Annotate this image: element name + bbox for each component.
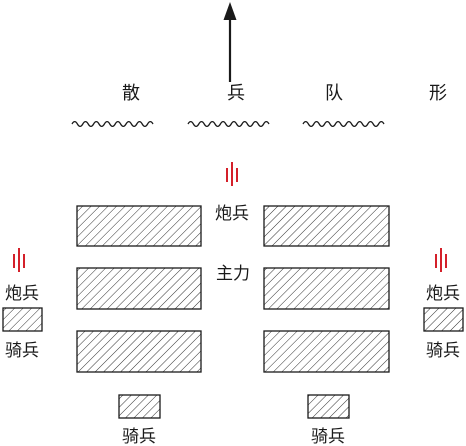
infantry-block-left-1 <box>76 205 202 247</box>
skirmish-wave-line-icon <box>302 120 385 128</box>
skirmish-wave-line-icon <box>187 120 270 128</box>
infantry-block-left-2 <box>76 267 202 310</box>
cavalry-block-bottom-left <box>118 394 161 419</box>
cavalry-block-right <box>423 307 464 332</box>
artillery-symbol-icon <box>226 162 238 186</box>
infantry-block-right-1 <box>263 205 390 247</box>
infantry-block-right-3 <box>263 330 390 373</box>
artillery-symbol-icon <box>435 248 447 272</box>
skirmish-wave-line-icon <box>71 120 154 128</box>
label-artillery-left: 炮兵 <box>5 284 39 304</box>
label-artillery-center: 炮兵 <box>215 204 249 224</box>
title-char-2: 兵 <box>227 83 245 104</box>
label-cavalry-left: 骑兵 <box>5 341 39 361</box>
cavalry-block-bottom-right <box>307 394 350 419</box>
advance-arrow-icon <box>223 2 237 82</box>
label-cavalry-right: 骑兵 <box>426 341 460 361</box>
main-force-blocks <box>2 205 464 419</box>
title-char-3: 队 <box>325 83 343 104</box>
artillery-symbol-icon <box>13 248 25 272</box>
label-cavalry-bottom-right: 骑兵 <box>311 427 345 446</box>
label-main-force: 主力 <box>216 264 250 284</box>
label-cavalry-bottom-left: 骑兵 <box>122 427 156 446</box>
skirmish-line-group <box>71 120 385 128</box>
label-artillery-right: 炮兵 <box>426 284 460 304</box>
infantry-block-right-2 <box>263 267 390 310</box>
cavalry-block-left <box>2 307 43 332</box>
title-char-1: 散 <box>122 83 140 104</box>
infantry-block-left-3 <box>76 330 202 373</box>
title-char-4: 形 <box>429 83 447 104</box>
